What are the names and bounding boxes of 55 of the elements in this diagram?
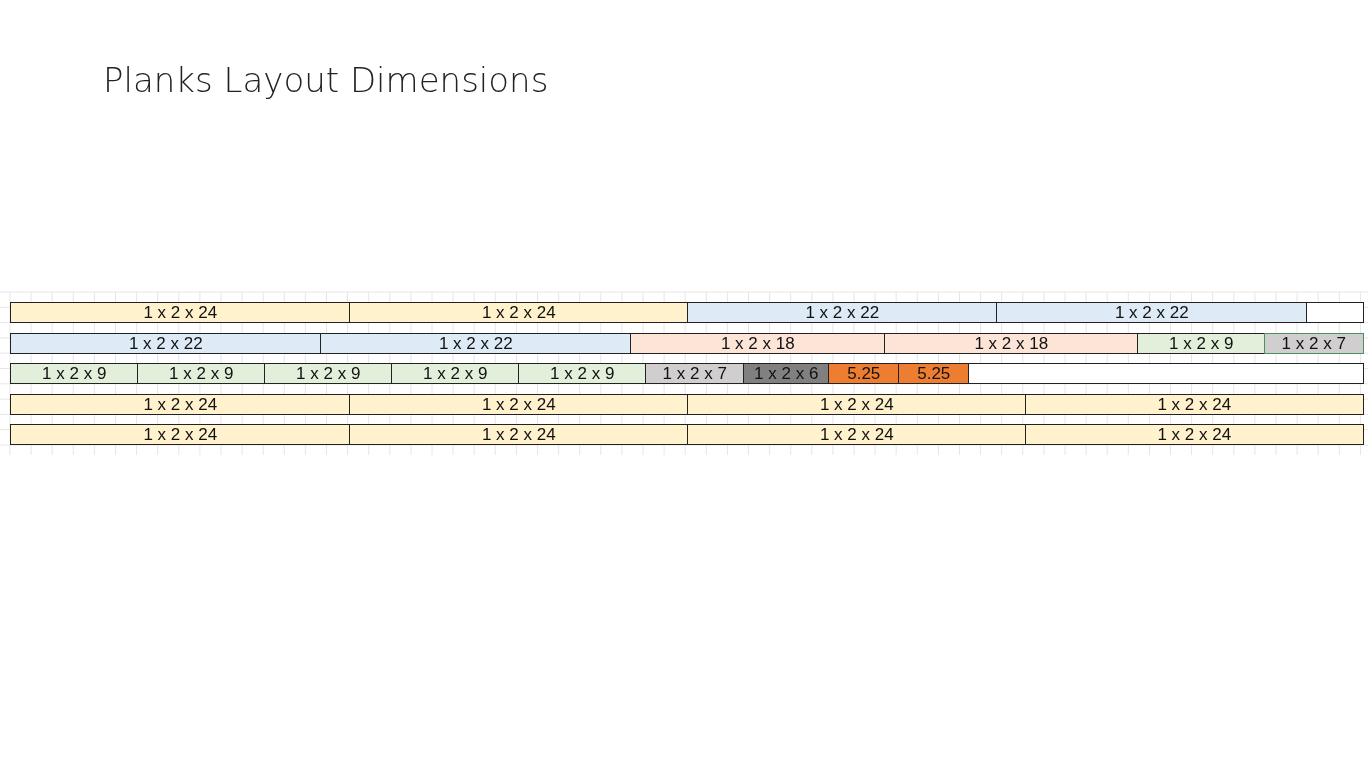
plank-size-label: 1 x 2 x 9 bbox=[169, 365, 234, 382]
plank-box bbox=[996, 302, 1308, 323]
plank-size-label: 1 x 2 x 24 bbox=[819, 426, 894, 443]
plank-size-label: 1 x 2 x 24 bbox=[143, 396, 218, 413]
plank-size-label: 1 x 2 x 24 bbox=[481, 304, 556, 321]
plank-size-label: 1 x 2 x 9 bbox=[550, 365, 615, 382]
plank-box bbox=[137, 363, 266, 384]
diagram-title: Planks Layout Dimensions bbox=[103, 60, 549, 100]
plank-size-label: 1 x 2 x 18 bbox=[974, 335, 1049, 352]
plank-box bbox=[10, 424, 351, 445]
plank-box bbox=[10, 302, 351, 323]
plank-size-label: 1 x 2 x 24 bbox=[1157, 426, 1232, 443]
plank-box bbox=[687, 302, 998, 323]
plank-size-label: 1 x 2 x 24 bbox=[481, 426, 556, 443]
plank-box bbox=[687, 424, 1027, 445]
plank-size-label: 1 x 2 x 24 bbox=[1157, 396, 1232, 413]
plank-box bbox=[1025, 424, 1364, 445]
plank-box bbox=[391, 363, 520, 384]
plank-box bbox=[264, 363, 393, 384]
plank-box bbox=[518, 363, 647, 384]
plank-size-label: 1 x 2 x 9 bbox=[1169, 335, 1234, 352]
plank-size-label: 5.25 bbox=[847, 365, 881, 382]
plank-box bbox=[898, 363, 970, 384]
plank-box bbox=[1025, 394, 1364, 415]
plank-size-label: 1 x 2 x 24 bbox=[481, 396, 556, 413]
plank-box bbox=[884, 333, 1139, 354]
plank-size-label: 1 x 2 x 22 bbox=[1114, 304, 1189, 321]
plank-box bbox=[10, 394, 351, 415]
plank-size-label: 1 x 2 x 24 bbox=[143, 304, 218, 321]
plank-size-label: 1 x 2 x 6 bbox=[754, 365, 819, 382]
plank-box bbox=[349, 302, 689, 323]
plank-box bbox=[1137, 333, 1266, 354]
plank-size-label: 1 x 2 x 22 bbox=[805, 304, 880, 321]
plank-box bbox=[630, 333, 886, 354]
plank-size-label: 1 x 2 x 24 bbox=[819, 396, 894, 413]
plank-size-label: 5.25 bbox=[917, 365, 951, 382]
plank-box bbox=[743, 363, 830, 384]
plank-box bbox=[10, 363, 139, 384]
plank-size-label: 1 x 2 x 9 bbox=[423, 365, 488, 382]
plank-box bbox=[349, 424, 689, 445]
plank-size-label: 1 x 2 x 24 bbox=[143, 426, 218, 443]
plank-size-label: 1 x 2 x 7 bbox=[1281, 335, 1346, 352]
plank-box bbox=[349, 394, 689, 415]
plank-box bbox=[320, 333, 632, 354]
plank-box bbox=[828, 363, 900, 384]
plank-size-label: 1 x 2 x 9 bbox=[42, 365, 107, 382]
plank-size-label: 1 x 2 x 7 bbox=[662, 365, 727, 382]
plank-box bbox=[10, 333, 322, 354]
plank-size-label: 1 x 2 x 18 bbox=[720, 335, 795, 352]
plank-size-label: 1 x 2 x 22 bbox=[128, 335, 203, 352]
plank-box bbox=[645, 363, 745, 384]
plank-box bbox=[1264, 333, 1364, 354]
plank-size-label: 1 x 2 x 9 bbox=[296, 365, 361, 382]
plank-size-label: 1 x 2 x 22 bbox=[438, 335, 513, 352]
plank-box bbox=[687, 394, 1027, 415]
